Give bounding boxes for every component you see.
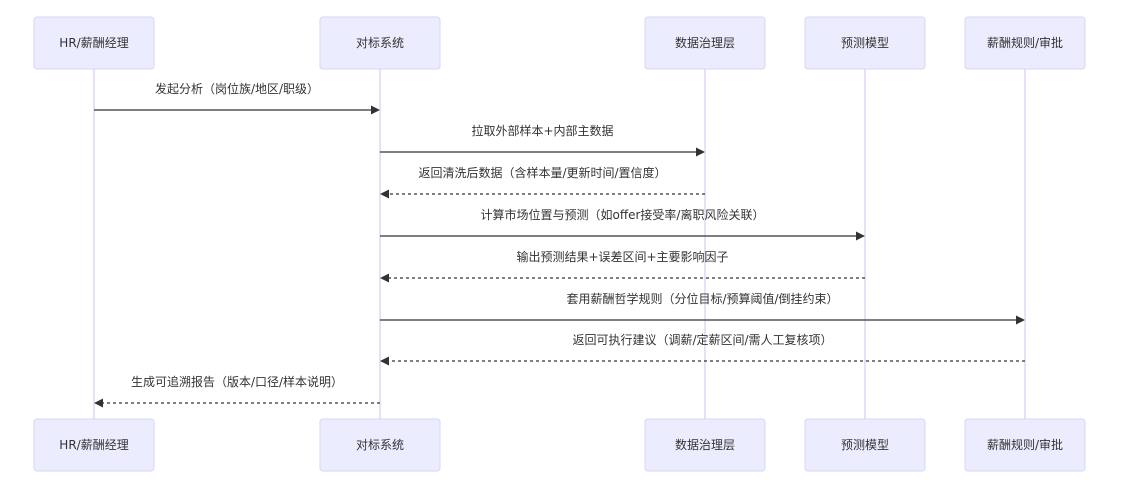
message-7: 返回可执行建议（调薪/定薪区间/需人工复核项）: [380, 332, 1025, 366]
actor-hr-top[interactable]: HR/薪酬经理: [33, 16, 155, 70]
actor-box: [804, 16, 926, 70]
actor-box: [33, 16, 155, 70]
message-label: 发起分析（岗位族/地区/职级）: [155, 81, 319, 96]
lifelines: [93, 69, 1026, 419]
actor-bench-bottom[interactable]: 对标系统: [319, 418, 441, 472]
message-label: 拉取外部样本+内部主数据: [471, 123, 613, 138]
actor-box: [644, 418, 766, 472]
actor-label: 对标系统: [356, 36, 404, 50]
message-8: 生成可追溯报告（版本/口径/样本说明）: [94, 374, 380, 408]
actor-hr-bottom[interactable]: HR/薪酬经理: [33, 418, 155, 472]
actor-label: 预测模型: [841, 438, 889, 452]
message-1: 发起分析（岗位族/地区/职级）: [94, 81, 380, 115]
actor-box: [644, 16, 766, 70]
message-6: 套用薪酬哲学规则（分位目标/预算阈值/倒挂约束）: [380, 291, 1025, 325]
message-label: 计算市场位置与预测（如offer接受率/离职风险关联）: [481, 207, 765, 222]
actor-label: 数据治理层: [675, 35, 735, 50]
actor-box: [33, 418, 155, 472]
actor-box: [964, 418, 1086, 472]
message-4: 计算市场位置与预测（如offer接受率/离职风险关联）: [380, 207, 865, 241]
actor-label: 对标系统: [356, 438, 404, 452]
actor-label: 薪酬规则/审批: [987, 437, 1063, 452]
message-label: 生成可追溯报告（版本/口径/样本说明）: [131, 374, 343, 389]
message-3: 返回清洗后数据（含样本量/更新时间/置信度）: [380, 165, 705, 199]
message-2: 拉取外部样本+内部主数据: [380, 123, 705, 157]
actor-label: HR/薪酬经理: [59, 438, 128, 452]
actor-model-top[interactable]: 预测模型: [804, 16, 926, 70]
actor-rules-top[interactable]: 薪酬规则/审批: [964, 16, 1086, 70]
actor-box: [319, 418, 441, 472]
message-label: 返回清洗后数据（含样本量/更新时间/置信度）: [418, 165, 666, 180]
actor-label: HR/薪酬经理: [59, 36, 128, 50]
actor-rules-bottom[interactable]: 薪酬规则/审批: [964, 418, 1086, 472]
actor-label: 预测模型: [841, 36, 889, 50]
actor-data-bottom[interactable]: 数据治理层: [644, 418, 766, 472]
message-5: 输出预测结果+误差区间+主要影响因子: [380, 249, 865, 283]
actor-data-top[interactable]: 数据治理层: [644, 16, 766, 70]
message-label: 输出预测结果+误差区间+主要影响因子: [516, 249, 728, 264]
actors-top: HR/薪酬经理 对标系统 数据治理层 预测模型 薪酬规则/审批: [33, 16, 1086, 70]
actor-box: [319, 16, 441, 70]
messages: 发起分析（岗位族/地区/职级） 拉取外部样本+内部主数据返回清洗后数据（含样本量/…: [94, 81, 1025, 408]
message-label: 返回可执行建议（调薪/定薪区间/需人工复核项）: [572, 332, 832, 347]
actor-label: 数据治理层: [675, 437, 735, 452]
actor-box: [964, 16, 1086, 70]
actor-box: [804, 418, 926, 472]
actor-model-bottom[interactable]: 预测模型: [804, 418, 926, 472]
actors-bottom: HR/薪酬经理 对标系统 数据治理层 预测模型 薪酬规则/审批: [33, 418, 1086, 472]
actor-bench-top[interactable]: 对标系统: [319, 16, 441, 70]
message-label: 套用薪酬哲学规则（分位目标/预算阈值/倒挂约束）: [566, 291, 838, 306]
actor-label: 薪酬规则/审批: [987, 35, 1063, 50]
